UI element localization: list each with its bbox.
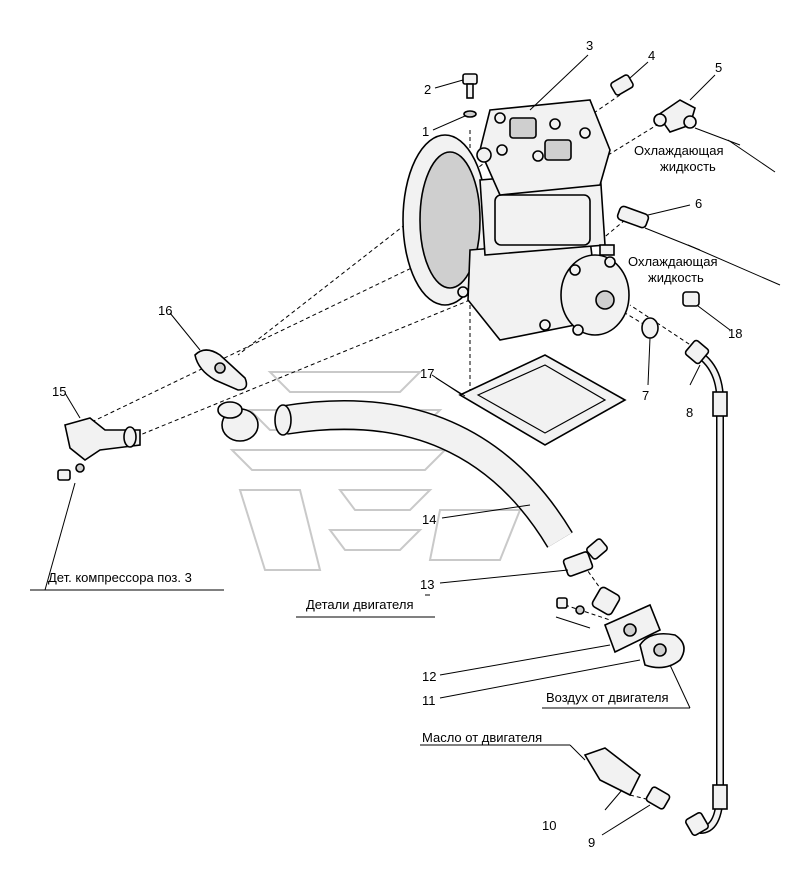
callout-5: 5 — [715, 60, 722, 75]
fitting-part-13 — [562, 538, 608, 577]
note-engine-parts: Детали двигателя — [306, 597, 414, 612]
callout-16: 16 — [158, 303, 172, 318]
note-lines — [30, 127, 781, 761]
callout-9: 9 — [588, 835, 595, 850]
washer-part-1 — [463, 110, 477, 118]
callout-13: 13 — [420, 577, 434, 592]
note-coolant-mid-line1: Охлаждающая — [628, 254, 718, 269]
callout-6: 6 — [695, 196, 702, 211]
callout-12: 12 — [422, 669, 436, 684]
leader-lines — [64, 54, 731, 836]
notes: Охлаждающая жидкость Охлаждающая жидкост… — [48, 143, 724, 745]
callout-7: 7 — [642, 388, 649, 403]
note-coolant-mid-line2: жидкость — [648, 270, 704, 285]
gasket-part-16 — [194, 349, 248, 391]
flange-part-12 — [591, 586, 662, 654]
bolt-engine-parts — [556, 597, 585, 615]
bolt-part-2 — [462, 73, 478, 99]
callout-3: 3 — [586, 38, 593, 53]
note-coolant-top-line2: жидкость — [660, 159, 716, 174]
tee-fitting-part-5 — [653, 99, 697, 133]
callout-8: 8 — [686, 405, 693, 420]
callout-10: 10 — [542, 818, 556, 833]
callout-18: 18 — [728, 326, 742, 341]
callout-1: 1 — [422, 124, 429, 139]
adapter-part-10 — [583, 747, 642, 797]
callout-17: 17 — [420, 366, 434, 381]
note-compressor-parts: Дет. компрессора поз. 3 — [48, 570, 192, 585]
note-air-from-engine: Воздух от двигателя — [546, 690, 669, 705]
plug-part-18 — [682, 291, 700, 307]
compressor — [402, 99, 630, 341]
callout-15: 15 — [52, 384, 66, 399]
callout-14: 14 — [422, 512, 436, 527]
fitting-part-7 — [641, 317, 659, 339]
oil-pipe-part-8 — [684, 339, 728, 836]
hose-part-14 — [274, 400, 573, 548]
gasket-part-17 — [458, 354, 627, 446]
gasket-part-11 — [639, 632, 685, 669]
callout-11: 11 — [422, 693, 436, 708]
note-oil-from-engine: Масло от двигателя — [422, 730, 542, 745]
callout-4: 4 — [648, 48, 655, 63]
note-coolant-top-line1: Охлаждающая — [634, 143, 724, 158]
hose-clamp — [217, 401, 259, 442]
fitting-part-4 — [610, 74, 634, 96]
fitting-part-9 — [645, 786, 671, 810]
elbow-part-15 — [57, 417, 141, 481]
callout-2: 2 — [424, 82, 431, 97]
fitting-part-6 — [616, 205, 650, 229]
callout-numbers: 1 2 3 4 5 6 7 8 9 10 11 12 13 14 15 16 1… — [52, 38, 742, 850]
